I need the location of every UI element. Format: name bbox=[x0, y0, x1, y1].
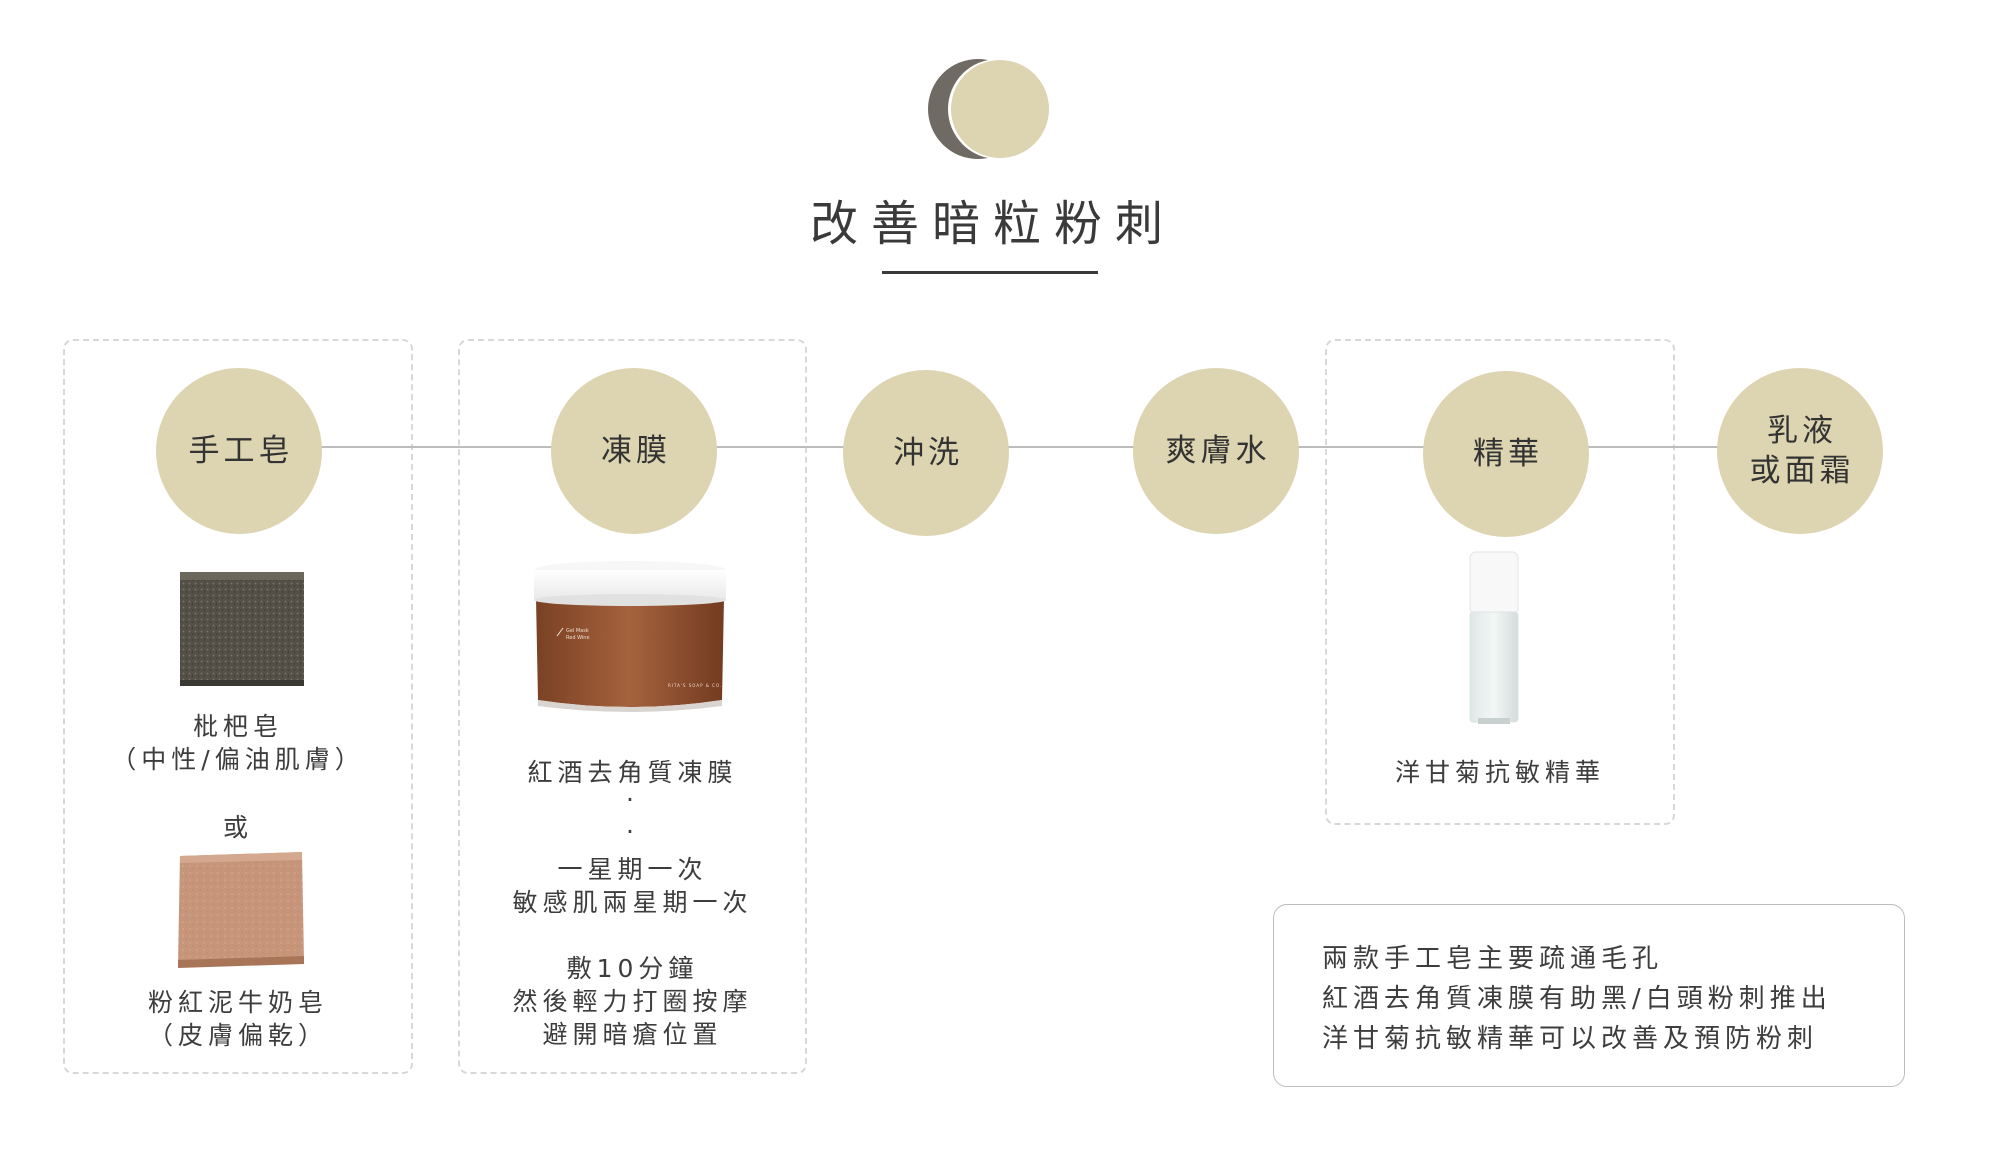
brand-logo-icon bbox=[926, 58, 1050, 160]
note-line-2: 紅酒去角質凍膜有助黑/白頭粉刺推出 bbox=[1322, 979, 1904, 1019]
chamomile-essence-name: 洋甘菊抗敏精華 bbox=[1325, 756, 1675, 789]
step-lotion-or-cream: 乳液 或面霜 bbox=[1717, 368, 1883, 534]
pink-clay-soap-image bbox=[174, 850, 308, 970]
step-essence: 精華 bbox=[1423, 371, 1589, 537]
mask-usage: 敷10分鐘 然後輕力打圈按摩 避開暗瘡位置 bbox=[458, 952, 807, 1051]
page-title: 改善暗粒粉刺 bbox=[0, 184, 1986, 254]
or-text: 或 bbox=[63, 811, 413, 844]
note-line-3: 洋甘菊抗敏精華可以改善及預防粉刺 bbox=[1322, 1019, 1904, 1059]
loquat-soap-image bbox=[176, 570, 308, 690]
note-line-1: 兩款手工皂主要疏通毛孔 bbox=[1322, 939, 1904, 979]
step-handmade-soap: 手工皂 bbox=[156, 368, 322, 534]
title-underline bbox=[882, 271, 1098, 274]
loquat-soap-caption: 枇杷皂 （中性/偏油肌膚） bbox=[63, 710, 413, 776]
mask-frequency: 一星期一次 敏感肌兩星期一次 bbox=[458, 853, 807, 919]
step-gel-mask: 凍膜 bbox=[551, 368, 717, 534]
step-rinse: 沖洗 bbox=[843, 370, 1009, 536]
jar-brand-text: RITA'S SOAP & CO. bbox=[668, 683, 722, 688]
jar-label-line1: Gel Mask bbox=[566, 628, 589, 634]
red-wine-gel-mask-jar-image bbox=[532, 558, 728, 714]
jar-label-line2: Red Wine bbox=[566, 635, 590, 641]
pink-clay-soap-caption: 粉紅泥牛奶皂 （皮膚偏乾） bbox=[63, 986, 413, 1052]
mask-dot-2: · bbox=[458, 818, 807, 846]
step-toner: 爽膚水 bbox=[1133, 368, 1299, 534]
summary-note-box: 兩款手工皂主要疏通毛孔 紅酒去角質凍膜有助黑/白頭粉刺推出 洋甘菊抗敏精華可以改… bbox=[1273, 904, 1905, 1087]
mask-dot-1: · bbox=[458, 786, 807, 814]
chamomile-essence-bottle-image bbox=[1466, 550, 1522, 726]
